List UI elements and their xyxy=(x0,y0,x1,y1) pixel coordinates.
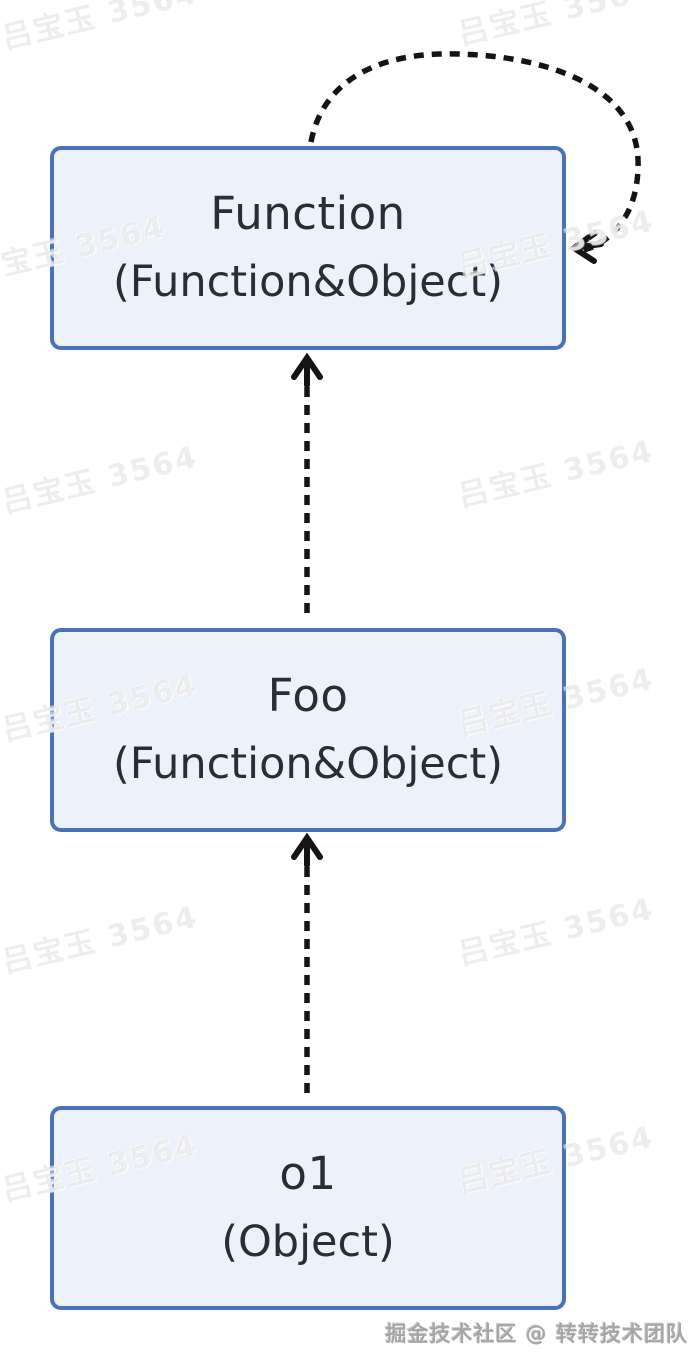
node-foo-subtitle: (Function&Object) xyxy=(112,739,504,789)
edge-foo-to-function xyxy=(291,352,323,619)
node-function-subtitle: (Function&Object) xyxy=(112,257,504,307)
node-o1-title: o1 xyxy=(279,1147,337,1200)
node-o1-subtitle: (Object) xyxy=(221,1217,395,1267)
watermark-text: 吕宝玉 3564 xyxy=(454,891,658,973)
node-function-title: Function xyxy=(210,187,406,240)
watermark-text: 吕宝玉 3564 xyxy=(0,899,202,981)
node-foo-title: Foo xyxy=(267,669,349,722)
footer-credit: 掘金技术社区 @ 转转技术团队 xyxy=(385,1322,688,1346)
node-foo: Foo (Function&Object) xyxy=(50,628,566,832)
watermark-text: 吕宝玉 3564 xyxy=(454,0,658,53)
watermark-text: 吕宝玉 3564 xyxy=(0,439,202,521)
watermark-text: 吕宝玉 3564 xyxy=(0,0,202,57)
node-o1: o1 (Object) xyxy=(50,1106,566,1310)
edge-o1-to-foo xyxy=(291,832,323,1098)
watermark-text: 吕宝玉 3564 xyxy=(454,433,658,515)
